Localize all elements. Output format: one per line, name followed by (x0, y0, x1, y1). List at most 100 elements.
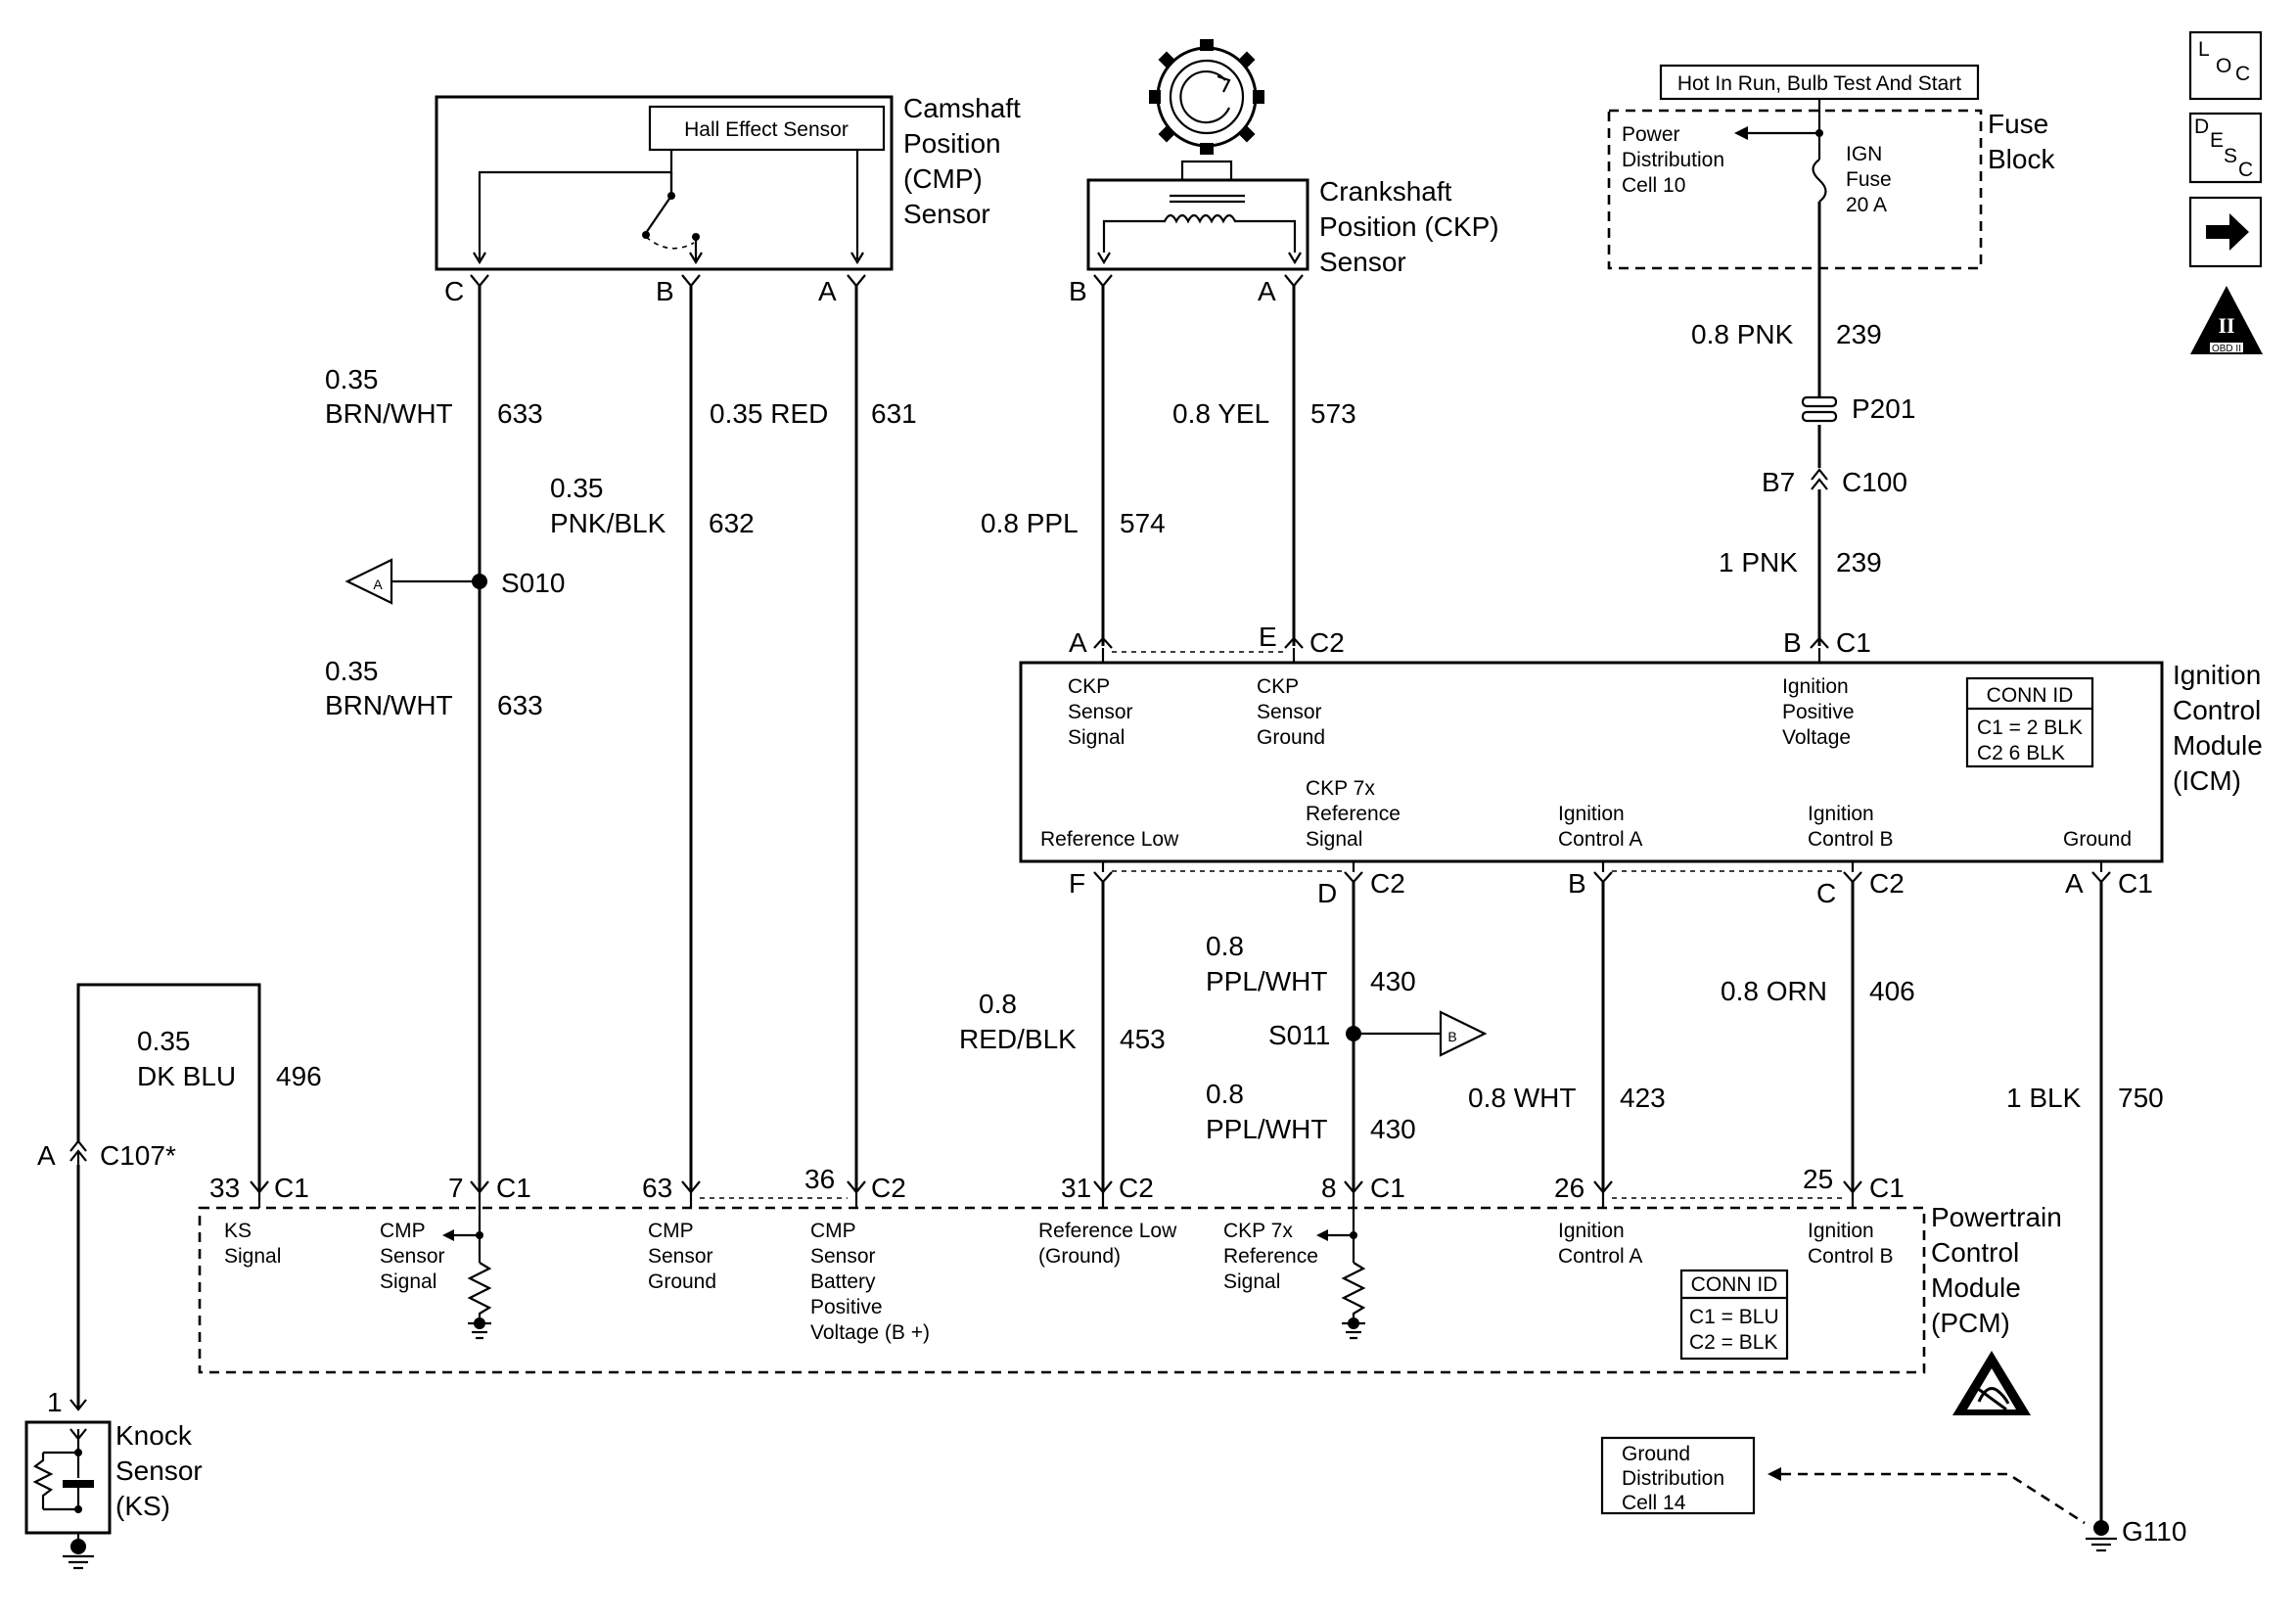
c100-pin: B7 (1762, 467, 1795, 497)
pcm-label: Control B (1808, 1245, 1894, 1268)
wire-circuit: 633 (497, 398, 543, 429)
wire-circuit: 423 (1620, 1083, 1666, 1113)
cmp-pin-c: C (444, 276, 464, 306)
icm-pin-d: D (1317, 878, 1337, 908)
pcm-pin-36: 36 C2 (804, 1164, 906, 1208)
wire-size: 1 (2006, 1083, 2022, 1113)
icm-label: Sensor (1068, 701, 1133, 723)
wire-color: RED/BLK (959, 1024, 1077, 1054)
icm-pin-e: E (1259, 622, 1277, 652)
pcm-pin-number: 33 (209, 1173, 240, 1203)
wire-color: PPL (1027, 508, 1079, 538)
pcm-name-line: Powertrain (1931, 1202, 2062, 1232)
icm-label: Reference (1306, 803, 1401, 825)
icm-conn-c2-bottom: C2 (1370, 868, 1405, 899)
desc-letter: D (2194, 116, 2209, 138)
pcm-pin-conn: C2 (1119, 1173, 1154, 1203)
pcm-label: Signal (224, 1245, 281, 1268)
ckp-sensor: Crankshaft Position (CKP) Sensor B A (1069, 160, 1499, 306)
ckp-name-line: Sensor (1319, 247, 1406, 277)
pcm-label: Positive (810, 1296, 883, 1318)
pcm-label: KS (224, 1220, 252, 1242)
icm-label: CKP (1257, 675, 1299, 698)
wire-label-gnd: 1 BLK 750 (2006, 1083, 2164, 1113)
splice-id: S010 (501, 568, 565, 598)
pcm-label: Sensor (380, 1245, 445, 1268)
wire-496 (76, 983, 261, 1192)
ks-name-line: (KS) (115, 1491, 170, 1521)
pcm-label: CMP (380, 1220, 426, 1242)
reluctor-wheel-icon (1149, 39, 1264, 155)
ks-name-line: Knock (115, 1420, 193, 1451)
svg-text:0.8 PNK: 0.8 PNK (1691, 319, 1794, 349)
svg-text:0.8 ORN: 0.8 ORN (1721, 976, 1827, 1006)
desc-icon[interactable]: D E S C (2188, 112, 2263, 184)
desc-letter: E (2210, 129, 2224, 152)
loc-letter: C (2235, 63, 2250, 85)
gnd-dist-line: Ground (1622, 1443, 1690, 1465)
wire-circuit: 239 (1836, 319, 1882, 349)
wire-label-cmp-c-lower: 0.35 BRN/WHT 633 (325, 656, 543, 720)
loc-icon[interactable]: L O C (2188, 30, 2263, 101)
wire-color: YEL (1217, 398, 1269, 429)
wire-size: 0.35 (325, 656, 379, 686)
wire-size: 0.8 (1468, 1083, 1506, 1113)
pcm-pin-26: 26 (1554, 1173, 1613, 1208)
icm-conn-c2: C2 (1309, 627, 1345, 658)
wire-circuit: 631 (871, 398, 917, 429)
wire-label-cmp-c-upper: 0.35 BRN/WHT 633 (325, 364, 543, 429)
icm-name-line: (ICM) (2173, 765, 2241, 796)
right-arrow-icon[interactable] (2188, 196, 2263, 268)
obd-text: OBD II (2212, 344, 2241, 354)
pcm-resistor-cmp (442, 1208, 492, 1340)
pcm-label: Ignition (1558, 1220, 1625, 1242)
splice-s011: B S011 (1268, 1010, 1488, 1057)
wire-color: BRN/WHT (325, 398, 453, 429)
pcm-pin-number: 31 (1061, 1173, 1091, 1203)
wire-circuit: 239 (1836, 547, 1882, 578)
ckp-pin-a: A (1258, 276, 1276, 306)
icm-label: Reference Low (1040, 828, 1179, 851)
fuse-line: IGN (1846, 143, 1882, 165)
wire-size: 0.8 (1172, 398, 1211, 429)
wire-label-cmp-a: 0.35 RED 631 (710, 398, 917, 429)
pcm-label: Ignition (1808, 1220, 1874, 1242)
pcm-label: Battery (810, 1270, 876, 1293)
pcm-pin-31: 31 C2 (1061, 1173, 1154, 1208)
cmp-name-line: Camshaft (903, 93, 1021, 123)
icm-pin-b-top: B (1783, 627, 1802, 658)
icm-conn-id-title: CONN ID (1987, 684, 2074, 707)
ground-g110: G110 (2086, 1516, 2186, 1552)
wire-size: 0.8 (1721, 976, 1759, 1006)
splice-s010: A S010 (344, 558, 565, 605)
fuse-block-name: Block (1988, 144, 2055, 174)
g110-label: G110 (2122, 1516, 2186, 1547)
wire-label-ign-ctl-a: 0.8 WHT 423 (1468, 1083, 1666, 1113)
wire-circuit: 406 (1869, 976, 1915, 1006)
pcm-label: Ground (648, 1270, 716, 1293)
icm-label: Ground (1257, 726, 1325, 749)
cmp-name-line: Position (903, 128, 1001, 159)
pcm-pin-conn: C1 (274, 1173, 309, 1203)
wire-label-ign-ctl-b: 0.8 ORN 406 (1721, 976, 1915, 1006)
pcm-pin-conn: C1 (1869, 1173, 1905, 1203)
pcm-label: CMP (648, 1220, 694, 1242)
wire-circuit: 632 (709, 508, 755, 538)
icm-conn-c1-bottom: C1 (2118, 868, 2153, 899)
icm-label: Signal (1068, 726, 1125, 749)
icm-pin-a-top: A (1069, 627, 1087, 658)
wire-color: PPL/WHT (1206, 966, 1327, 996)
esd-warning-icon (1952, 1351, 2031, 1415)
wire-label-cmp-b: 0.35 PNK/BLK 632 (550, 473, 755, 538)
c107-pin: A (37, 1140, 56, 1171)
gnd-dist-line: Cell 14 (1622, 1492, 1686, 1514)
icm-label: Ignition (1782, 675, 1849, 698)
wire-size: 0.35 (325, 364, 379, 394)
pcm-pin-number: 25 (1803, 1164, 1833, 1194)
pcm-label: Signal (1223, 1270, 1280, 1293)
pcm-label: Voltage (B +) (810, 1321, 930, 1344)
wire-circuit: 453 (1120, 1024, 1166, 1054)
wire-circuit: 430 (1370, 966, 1416, 996)
icm-name-line: Control (2173, 695, 2261, 725)
pcm-label: (Ground) (1038, 1245, 1121, 1268)
